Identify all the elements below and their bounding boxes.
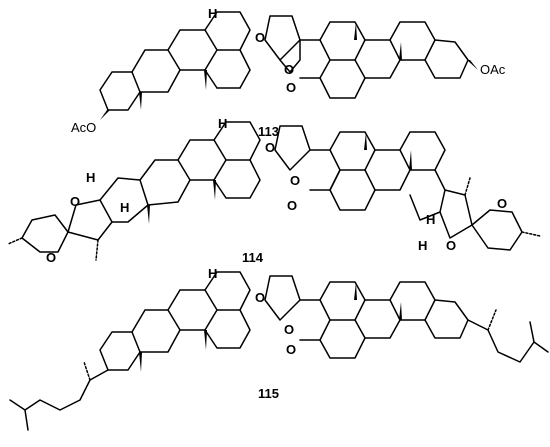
oxygen-atom: O xyxy=(284,322,294,337)
hydrogen-atom: H xyxy=(418,238,427,253)
oxygen-atom: O xyxy=(497,196,507,211)
oxygen-atom: O xyxy=(284,62,294,77)
oxygen-atom: O xyxy=(287,198,297,213)
oxygen-atom: O xyxy=(286,342,296,357)
compound-114: O O H H H O O O O H H O xyxy=(7,116,541,265)
oxygen-atom: O xyxy=(286,80,296,95)
substituent-aco: AcO xyxy=(71,120,96,135)
compound-label: 114 xyxy=(242,250,264,265)
hydrogen-atom: H xyxy=(426,212,435,227)
hydrogen-atom: H xyxy=(208,266,217,281)
hydrogen-atom: H xyxy=(86,170,95,185)
oxygen-atom: O xyxy=(255,30,265,45)
oxygen-atom: O xyxy=(446,238,456,253)
hydrogen-atom: H xyxy=(208,6,217,21)
oxygen-atom: O xyxy=(265,140,275,155)
substituent-oac: OAc xyxy=(480,62,506,77)
oxygen-atom: O xyxy=(70,194,80,209)
hydrogen-atom: H xyxy=(218,116,227,131)
compound-115: H O O O 115 xyxy=(9,266,549,431)
oxygen-atom: O xyxy=(46,250,56,265)
oxygen-atom: O xyxy=(290,173,300,188)
hydrogen-atom: H xyxy=(120,200,129,215)
compound-label: 113 xyxy=(258,124,279,139)
compound-113: AcO H O O O OAc 113 xyxy=(71,6,506,139)
compound-label: 115 xyxy=(258,386,279,401)
oxygen-atom: O xyxy=(255,290,265,305)
